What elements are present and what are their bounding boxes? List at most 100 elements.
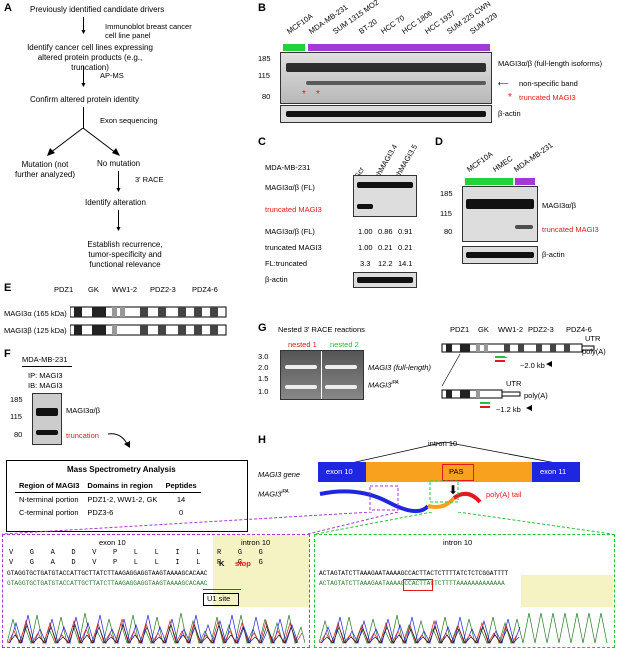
g-title: Nested 3' RACE reactions	[278, 325, 365, 334]
g-marker-15: 1.5	[258, 374, 269, 383]
e-domain-map	[70, 306, 227, 336]
h-rseq-2: ACTAGTATCTTAAAGAATAAAAGCCACTTACTCTTTTAAA…	[319, 580, 505, 587]
h-stop: stop	[235, 559, 251, 568]
c-row-3-name: FL:truncated	[265, 259, 308, 268]
g-size-2: ~1.2 kb	[496, 405, 521, 414]
d-label-trunc: truncated MAGI3	[542, 225, 599, 234]
f-ib: IB: MAGI3	[28, 381, 63, 390]
e-domain-pdz23: PDZ2-3	[150, 285, 176, 294]
c-row-3-v1: 3.3	[360, 259, 371, 268]
flow-step-1: Previously identified candidate drivers	[30, 5, 165, 14]
panel-c-label: C	[258, 136, 266, 148]
f-marker-115: 115	[10, 412, 22, 421]
h-aa-2: V G A D V P L L I L R G G	[9, 559, 270, 567]
panel-a-label: A	[4, 2, 12, 14]
c-row-2-name: truncated MAGI3	[265, 243, 322, 252]
flow-step-2: Identify cancer cell lines expressing al…	[27, 43, 153, 72]
side-label-exon-seq: Exon sequencing	[100, 116, 158, 125]
arrow-nonspecific: ⟵	[498, 79, 509, 88]
g-domain-pdz23: PDZ2-3	[528, 325, 554, 334]
flow-step-establish: Establish recurrence, tumor-specificity …	[87, 240, 163, 269]
ms-h2: Domains in region	[87, 481, 153, 490]
c-actin-label: β-actin	[265, 275, 288, 284]
c-row-2-v3: 0.21	[398, 243, 413, 252]
h-ipa-label: MAGI3iPA	[258, 489, 289, 499]
label-b-nonspecific: non-specific band	[519, 79, 578, 88]
c-row-3-v2: 12.2	[378, 259, 393, 268]
h-rseq-1: ACTAGTATCTTAAAGAATAAAAGCCACTTACTCTTTTATC…	[319, 570, 509, 577]
marker-d-185: 185	[440, 189, 453, 198]
e-isoform-beta: MAGI3β (125 kDa)	[4, 326, 67, 335]
g-ipa-label: MAGI3iPA	[368, 380, 399, 390]
g-domain-pdz46: PDZ4-6	[566, 325, 592, 334]
h-u1: U1 site	[207, 594, 231, 603]
panel-b-label: B	[258, 2, 266, 14]
blot-b	[280, 52, 492, 104]
lane-d-1: MCF10A	[465, 149, 495, 174]
side-label-race: 3' RACE	[135, 175, 164, 184]
e-domain-pdz46: PDZ4-6	[192, 285, 218, 294]
h-k: K	[219, 559, 225, 568]
blot-c	[353, 175, 417, 217]
h-left-exon: exon 10	[99, 538, 126, 547]
g-domain-ww: WW1-2	[498, 325, 523, 334]
g-utr-1: UTR	[585, 334, 601, 343]
ms-h1: Region of MAGI3	[19, 481, 80, 490]
ms-r1c3: 14	[176, 495, 186, 504]
h-tail-label: poly(A) tail	[486, 490, 522, 499]
h-exon11	[532, 462, 580, 482]
blot-c-actin	[353, 272, 417, 288]
c-blot-trunc: truncated MAGI3	[265, 205, 322, 214]
g-polya-1: poly(A)	[582, 347, 606, 356]
h-aa-1: V G A D V P L L I L R G G	[9, 549, 270, 557]
label-b-fl: MAGI3α/β (full-length isoforms)	[498, 59, 603, 68]
marker-d-115: 115	[440, 209, 452, 218]
marker-b-115: 115	[258, 71, 270, 80]
h-left-box: exon 10 intron 10 V G A D V P L L I L R …	[2, 534, 310, 648]
panel-e-label: E	[4, 282, 12, 294]
blot-b-actin	[280, 105, 492, 123]
g-fl-label: MAGI3 (full-length)	[368, 363, 431, 372]
d-label-actin: β-actin	[542, 250, 565, 259]
star-3: *	[508, 92, 512, 103]
label-b-truncated: truncated MAGI3	[519, 93, 576, 102]
panel-h-label: H	[258, 434, 266, 446]
side-label-immunoblot: Immunoblot breast cancer cell line panel	[105, 22, 192, 40]
ms-r2c1: C-terminal portion	[19, 508, 79, 517]
h-u1-box	[203, 593, 239, 606]
h-left-chromatogram	[7, 612, 305, 645]
star-1: *	[302, 89, 306, 100]
ms-title: Mass Spectrometry Analysis	[67, 465, 176, 474]
blot-d-actin	[462, 246, 538, 264]
c-blot-fl: MAGI3α/β (FL)	[265, 183, 315, 192]
c-row-2-v1: 1.00	[358, 243, 373, 252]
c-row-1-v1: 1.00	[358, 227, 373, 236]
label-b-actin: β-actin	[498, 109, 521, 118]
g-size-1: ~2.0 kb	[520, 361, 545, 370]
h-exon10	[318, 462, 366, 482]
h-intron-top: intron 10	[428, 439, 458, 448]
h-pas-box	[403, 579, 433, 591]
f-fl: MAGI3α/β	[66, 406, 101, 415]
f-trunc: truncation	[66, 431, 99, 440]
c-row-1-v2: 0.86	[378, 227, 393, 236]
c-row-2-v2: 0.21	[378, 243, 393, 252]
h-intron	[366, 462, 532, 482]
flow-step-no-mutation: No mutation	[97, 159, 141, 168]
h-right-intron: intron 10	[443, 538, 473, 547]
g-lane-1: nested 1	[288, 340, 317, 349]
ms-r1c2: PDZ1-2, WW1-2, GK	[87, 495, 158, 504]
g-marker-2: 2.0	[258, 363, 269, 372]
marker-b-185: 185	[258, 54, 271, 63]
star-2: *	[316, 89, 320, 100]
g-lane-2: nested 2	[330, 340, 359, 349]
marker-b-80: 80	[262, 92, 271, 101]
blot-d	[462, 186, 538, 242]
g-gel	[280, 350, 364, 400]
e-domain-pdz1: PDZ1	[54, 285, 74, 294]
g-utr-2: UTR	[506, 379, 522, 388]
ms-r1c1: N-terminal portion	[19, 495, 79, 504]
d-label-fl: MAGI3α/β	[542, 201, 577, 210]
marker-d-80: 80	[444, 227, 453, 236]
f-ip: IP: MAGI3	[28, 371, 63, 380]
